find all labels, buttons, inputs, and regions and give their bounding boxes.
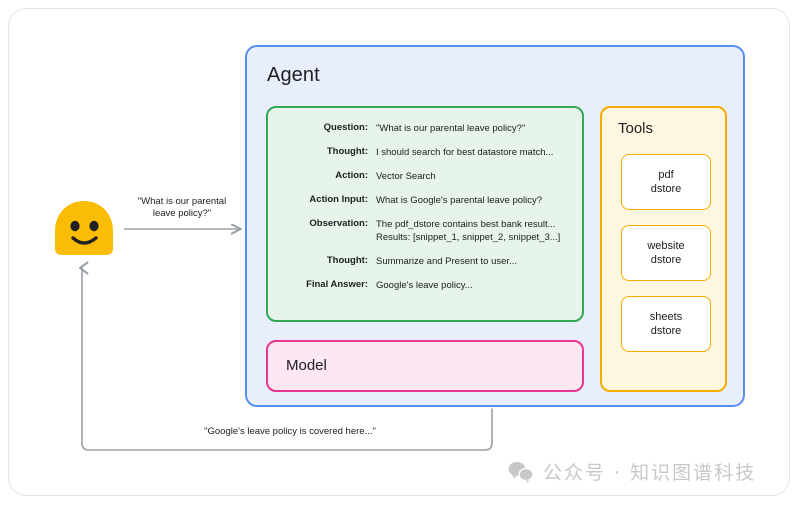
tool-card-pdf-dstore[interactable]: pdf dstore bbox=[621, 154, 711, 210]
emoji-mouth bbox=[71, 236, 98, 245]
trace-value: The pdf_dstore contains best bank result… bbox=[368, 218, 572, 244]
watermark: 公众号 · 知识图谱科技 bbox=[508, 458, 756, 485]
observation-line1: The pdf_dstore contains best bank result… bbox=[376, 219, 556, 230]
trace-row: Thought: Summarize and Present to user..… bbox=[268, 255, 572, 268]
agent-box: Agent Question: "What is our parental le… bbox=[245, 45, 745, 407]
trace-label: Action Input: bbox=[309, 194, 368, 205]
tool-card-line1: sheets bbox=[649, 311, 683, 323]
trace-label: Thought: bbox=[326, 255, 368, 266]
tools-panel: Tools pdf dstore website dstore sheets d… bbox=[600, 106, 727, 392]
tools-title: Tools bbox=[618, 120, 654, 137]
trace-row: Action: Vector Search bbox=[268, 170, 572, 183]
trace-label: Observation: bbox=[309, 218, 368, 229]
trace-row-observation: Observation: The pdf_dstore contains bes… bbox=[268, 218, 572, 244]
observation-line2: Results: [snippet_1, snippet_2, snippet_… bbox=[376, 232, 561, 243]
trace-value: Google's leave policy... bbox=[376, 280, 473, 291]
trace-label: Action: bbox=[335, 170, 368, 181]
watermark-text: 公众号 · 知识图谱科技 bbox=[543, 462, 757, 484]
tool-card-line1: website bbox=[647, 240, 685, 252]
tool-card-line1: pdf bbox=[658, 169, 674, 181]
emoji-eye-left bbox=[70, 220, 80, 232]
trace-label: Question: bbox=[323, 122, 368, 133]
trace-label: Final Answer: bbox=[306, 279, 368, 290]
tool-card-website-dstore[interactable]: website dstore bbox=[621, 225, 711, 281]
user-query-line1: "What is our parental bbox=[137, 196, 227, 207]
model-box: Model bbox=[266, 340, 584, 392]
trace-value: Summarize and Present to user... bbox=[376, 256, 517, 267]
user-avatar bbox=[53, 200, 115, 256]
trace-row: Final Answer: Google's leave policy... bbox=[268, 279, 572, 292]
tool-card-line2: dstore bbox=[650, 325, 682, 337]
wechat-icon bbox=[508, 461, 534, 483]
trace-row: Thought: I should search for best datast… bbox=[268, 146, 572, 159]
tool-card-sheets-dstore[interactable]: sheets dstore bbox=[621, 296, 711, 352]
trace-row: Action Input: What is Google's parental … bbox=[268, 194, 572, 207]
response-label: "Google's leave policy is covered here..… bbox=[204, 426, 376, 437]
tool-card-line2: dstore bbox=[650, 254, 682, 266]
trace-value: What is Google's parental leave policy? bbox=[376, 195, 543, 206]
trace-row: Question: "What is our parental leave po… bbox=[268, 122, 572, 135]
model-title: Model bbox=[286, 357, 327, 374]
user-query-label: "What is our parental leave policy?" bbox=[118, 196, 246, 220]
emoji-face-shape bbox=[55, 201, 113, 255]
user-query-line2: leave policy?" bbox=[152, 208, 212, 219]
trace-value: I should search for best datastore match… bbox=[376, 147, 554, 158]
trace-value: Vector Search bbox=[376, 171, 436, 182]
agent-trace-box: Question: "What is our parental leave po… bbox=[266, 106, 584, 322]
trace-label: Thought: bbox=[326, 146, 368, 157]
tool-card-line2: dstore bbox=[650, 183, 682, 195]
emoji-eye-right bbox=[89, 220, 99, 232]
agent-title: Agent bbox=[267, 64, 320, 86]
trace-value: "What is our parental leave policy?" bbox=[376, 123, 526, 134]
